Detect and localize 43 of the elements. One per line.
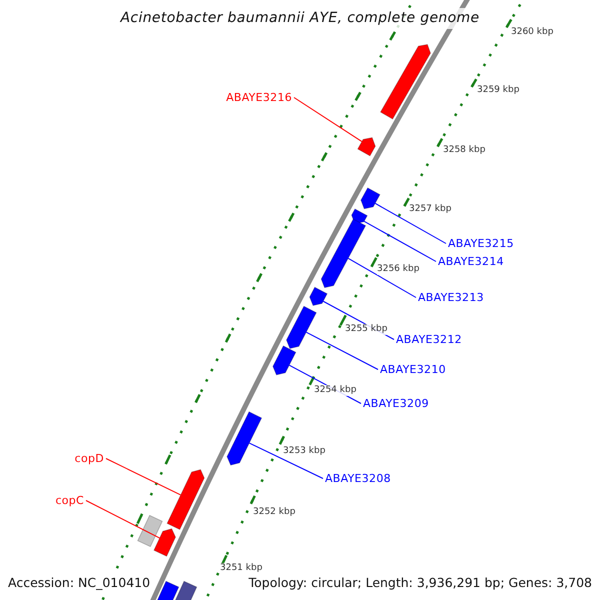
gene-label: ABAYE3214 [438,255,504,268]
leader-line [374,202,446,244]
gene-label: ABAYE3208 [325,472,391,485]
gene-block [154,580,180,600]
position-label: 3259 kbp [477,85,520,96]
gene-feature [309,286,328,306]
gene-feature [320,218,366,288]
gene-label: copC [55,494,84,507]
position-label: 3260 kbp [511,27,554,38]
gene-block [137,514,163,548]
leader-line [294,97,362,142]
gene-label: ABAYE3216 [226,91,292,104]
leader-line [248,442,324,479]
position-label: 3251 kbp [220,563,262,574]
position-label: 3257 kbp [409,204,452,215]
gene-feature [380,44,431,120]
position-label: 3256 kbp [377,264,420,275]
position-label: 3252 kbp [253,507,296,518]
gene-label: ABAYE3210 [380,363,446,376]
leader-line [106,458,182,496]
gene-label: copD [74,452,104,465]
gene-label: ABAYE3212 [396,333,462,346]
gene-feature [360,187,380,210]
gene-feature [166,469,205,530]
gene-feature [286,306,317,350]
position-label: 3254 kbp [314,385,356,396]
leader-line [306,332,378,370]
leader-line [86,500,160,539]
gene-block [172,580,198,600]
leader-line [364,220,436,262]
gene-feature [153,528,176,557]
gene-feature [357,137,376,156]
gene-label: ABAYE3209 [363,397,429,410]
gene-feature [226,411,262,466]
gene-label: ABAYE3215 [448,237,514,250]
gene-label: ABAYE3213 [418,291,484,304]
position-label: 3255 kbp [345,324,388,335]
accession-text: Accession: NC_010410 [8,575,150,590]
genome-info-text: Topology: circular; Length: 3,936,291 bp; Genes: 3,708 [248,575,592,590]
gene-feature [272,345,296,376]
leader-line [348,258,416,298]
position-label: 3253 kbp [283,446,326,457]
position-label: 3258 kbp [443,145,486,156]
